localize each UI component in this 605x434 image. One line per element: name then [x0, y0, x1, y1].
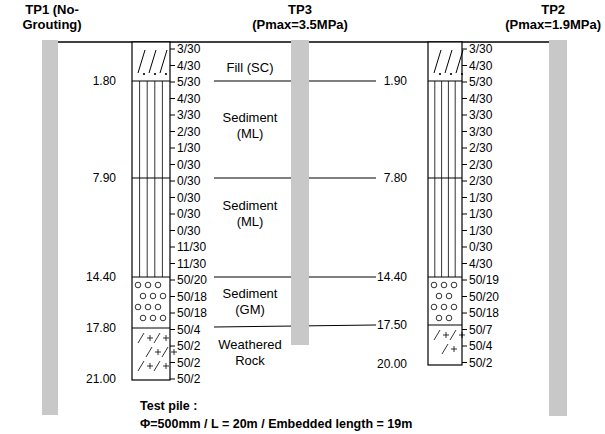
spt-n-value: 50/2 [469, 356, 492, 370]
spt-n-value: 50/2 [177, 356, 200, 370]
spt-n-value: 50/4 [177, 323, 200, 337]
spt-n-value: 3/30 [469, 125, 492, 139]
pile-note: Φ=500mm / L = 20m / Embedded length = 19… [140, 417, 412, 433]
spt-n-value: 0/30 [177, 174, 200, 188]
pile-note: Test pile : [140, 399, 197, 415]
test-pile: TP1 (No-Grouting) [42, 0, 58, 415]
layer-name: Fill (SC) [226, 60, 275, 76]
spt-n-value: 1/30 [469, 224, 492, 238]
depth-value: 7.90 [93, 171, 116, 185]
pile-heading: TP1 (No-Grouting) [22, 2, 81, 32]
pile-shaft [42, 40, 58, 415]
spt-n-value: 50/2 [177, 339, 200, 353]
spt-n-value: 50/20 [177, 273, 207, 287]
spt-n-value: 2/30 [469, 158, 492, 172]
spt-n-value: 50/18 [177, 290, 207, 304]
layer-name: Weathered Rock [217, 337, 282, 369]
spt-n-value: 3/30 [177, 42, 200, 56]
spt-n-value: 50/2 [177, 372, 200, 386]
spt-n-value: 0/30 [177, 191, 200, 205]
spt-n-value: 3/30 [469, 42, 492, 56]
spt-n-value: 4/30 [469, 92, 492, 106]
pile-heading: TP3 (Pmax=3.5MPa) [252, 2, 348, 32]
spt-n-value: 0/30 [469, 240, 492, 254]
spt-n-value: 4/30 [177, 92, 200, 106]
layer-name: Sediment (GM) [222, 286, 279, 318]
depth-value: 17.50 [377, 318, 407, 332]
spt-n-value: 0/30 [177, 158, 200, 172]
spt-n-value: 4/30 [469, 257, 492, 271]
spt-n-value: 1/30 [469, 207, 492, 221]
depth-value: 1.80 [93, 74, 116, 88]
pile-shaft [549, 40, 567, 416]
spt-n-value: 11/30 [177, 240, 206, 254]
pile-heading: TP2 (Pmax=1.9MPa) [505, 2, 601, 32]
spt-n-value: 2/30 [177, 125, 200, 139]
spt-n-value: 2/30 [469, 141, 492, 155]
spt-n-value: 1/30 [469, 191, 492, 205]
spt-n-value: 0/30 [177, 224, 200, 238]
depth-value: 17.80 [86, 321, 116, 335]
pile-shaft [291, 40, 309, 345]
spt-n-value: 50/18 [177, 306, 207, 320]
spt-n-value: 3/30 [177, 108, 200, 122]
depth-value: 20.00 [377, 357, 407, 371]
spt-n-value: 4/30 [469, 59, 492, 73]
spt-n-value: 50/4 [469, 339, 492, 353]
depth-value: 21.00 [86, 372, 116, 386]
depth-value: 7.80 [384, 171, 407, 185]
spt-n-value: 5/30 [177, 75, 200, 89]
spt-n-value: 2/30 [469, 174, 492, 188]
spt-n-value: 0/30 [177, 207, 200, 221]
layer-name: Sediment (ML) [222, 198, 279, 230]
depth-value: 14.40 [377, 270, 407, 284]
spt-n-value: 50/20 [469, 290, 499, 304]
spt-n-value: 3/30 [469, 108, 492, 122]
spt-n-value: 5/30 [469, 75, 492, 89]
spt-n-value: 50/19 [469, 273, 499, 287]
spt-n-value: 4/30 [177, 59, 200, 73]
spt-n-value: 50/18 [469, 306, 499, 320]
test-pile: TP2 (Pmax=1.9MPa) [549, 0, 567, 416]
layer-name: Sediment (ML) [222, 110, 279, 142]
spt-n-value: 50/7 [469, 323, 492, 337]
test-pile: TP3 (Pmax=3.5MPa) [291, 0, 309, 345]
spt-n-value: 1/30 [177, 141, 200, 155]
depth-value: 14.40 [86, 270, 116, 284]
depth-value: 1.90 [384, 74, 407, 88]
spt-n-value: 11/30 [177, 257, 206, 271]
